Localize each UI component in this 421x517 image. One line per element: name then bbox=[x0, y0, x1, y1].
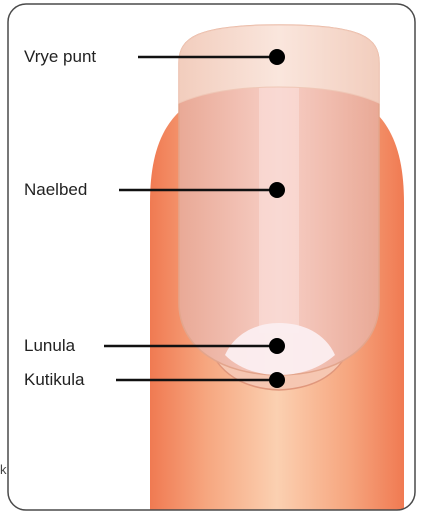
label-cuticle: Kutikula bbox=[24, 370, 84, 390]
marker-lunula bbox=[269, 338, 285, 354]
label-lunula: Lunula bbox=[24, 336, 75, 356]
marker-nail-bed bbox=[269, 182, 285, 198]
diagram-frame: Vrye punt Naelbed Lunula Kutikula bbox=[7, 3, 416, 511]
stray-glyph: k bbox=[0, 462, 7, 477]
label-free-edge: Vrye punt bbox=[24, 47, 96, 67]
nail-diagram bbox=[7, 3, 416, 511]
label-nail-bed: Naelbed bbox=[24, 180, 87, 200]
marker-free-edge bbox=[269, 49, 285, 65]
marker-cuticle bbox=[269, 372, 285, 388]
